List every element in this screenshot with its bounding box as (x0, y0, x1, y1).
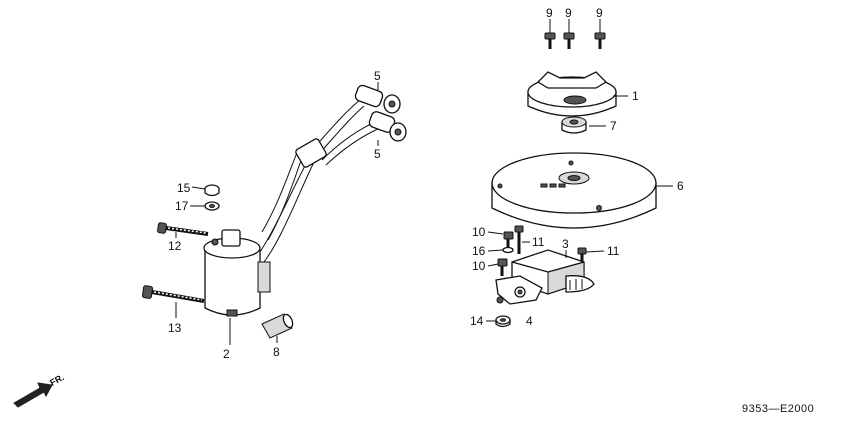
spark-plug-cap-lower (368, 111, 407, 142)
callout-8: 8 (273, 345, 280, 359)
bolt-9-set (544, 32, 606, 49)
callout-14: 14 (470, 314, 484, 328)
bolt-13 (141, 285, 205, 303)
callout-7: 7 (610, 119, 617, 133)
callout-10: 10 (472, 225, 486, 239)
callout-labels: 9 9 9 1 7 6 5 5 15 17 12 13 2 8 11 11 3 … (168, 6, 684, 361)
leader-lines (175, 19, 673, 345)
starter-pulley-1 (527, 71, 617, 117)
bolt-10-lower (497, 258, 508, 276)
callout-2: 2 (223, 347, 230, 361)
callout-3: 3 (562, 237, 569, 251)
callout-5: 5 (374, 147, 381, 161)
callout-15: 15 (177, 181, 191, 195)
callout-13: 13 (168, 321, 182, 335)
flywheel-6 (491, 152, 657, 229)
callout-9: 9 (565, 6, 572, 20)
washer-17 (204, 201, 220, 211)
callout-11: 11 (532, 235, 545, 249)
callout-5: 5 (374, 69, 381, 83)
callout-12: 12 (168, 239, 182, 253)
nut-14 (495, 315, 511, 328)
bolt-11-left (514, 225, 524, 254)
callout-9: 9 (596, 6, 603, 20)
ignition-coil-part (203, 84, 407, 317)
drawing-code: 9353—E2000 (742, 403, 814, 415)
callout-16: 16 (472, 244, 486, 258)
callout-6: 6 (677, 179, 684, 193)
washer-16 (502, 246, 514, 254)
front-direction-arrow: FR. (13, 372, 66, 408)
nut-15 (204, 184, 220, 197)
callout-4: 4 (526, 314, 533, 328)
direction-label: FR. (48, 372, 65, 388)
spark-plug-cap-upper (354, 84, 401, 114)
nut-7 (561, 116, 587, 134)
callout-1: 1 (632, 89, 639, 103)
callout-17: 17 (175, 199, 189, 213)
bolt-12 (157, 222, 209, 236)
pulser-coil-4 (495, 275, 543, 305)
callout-10: 10 (472, 259, 486, 273)
callout-9: 9 (546, 6, 553, 20)
callout-11: 11 (607, 244, 620, 258)
tube-8 (261, 313, 294, 339)
